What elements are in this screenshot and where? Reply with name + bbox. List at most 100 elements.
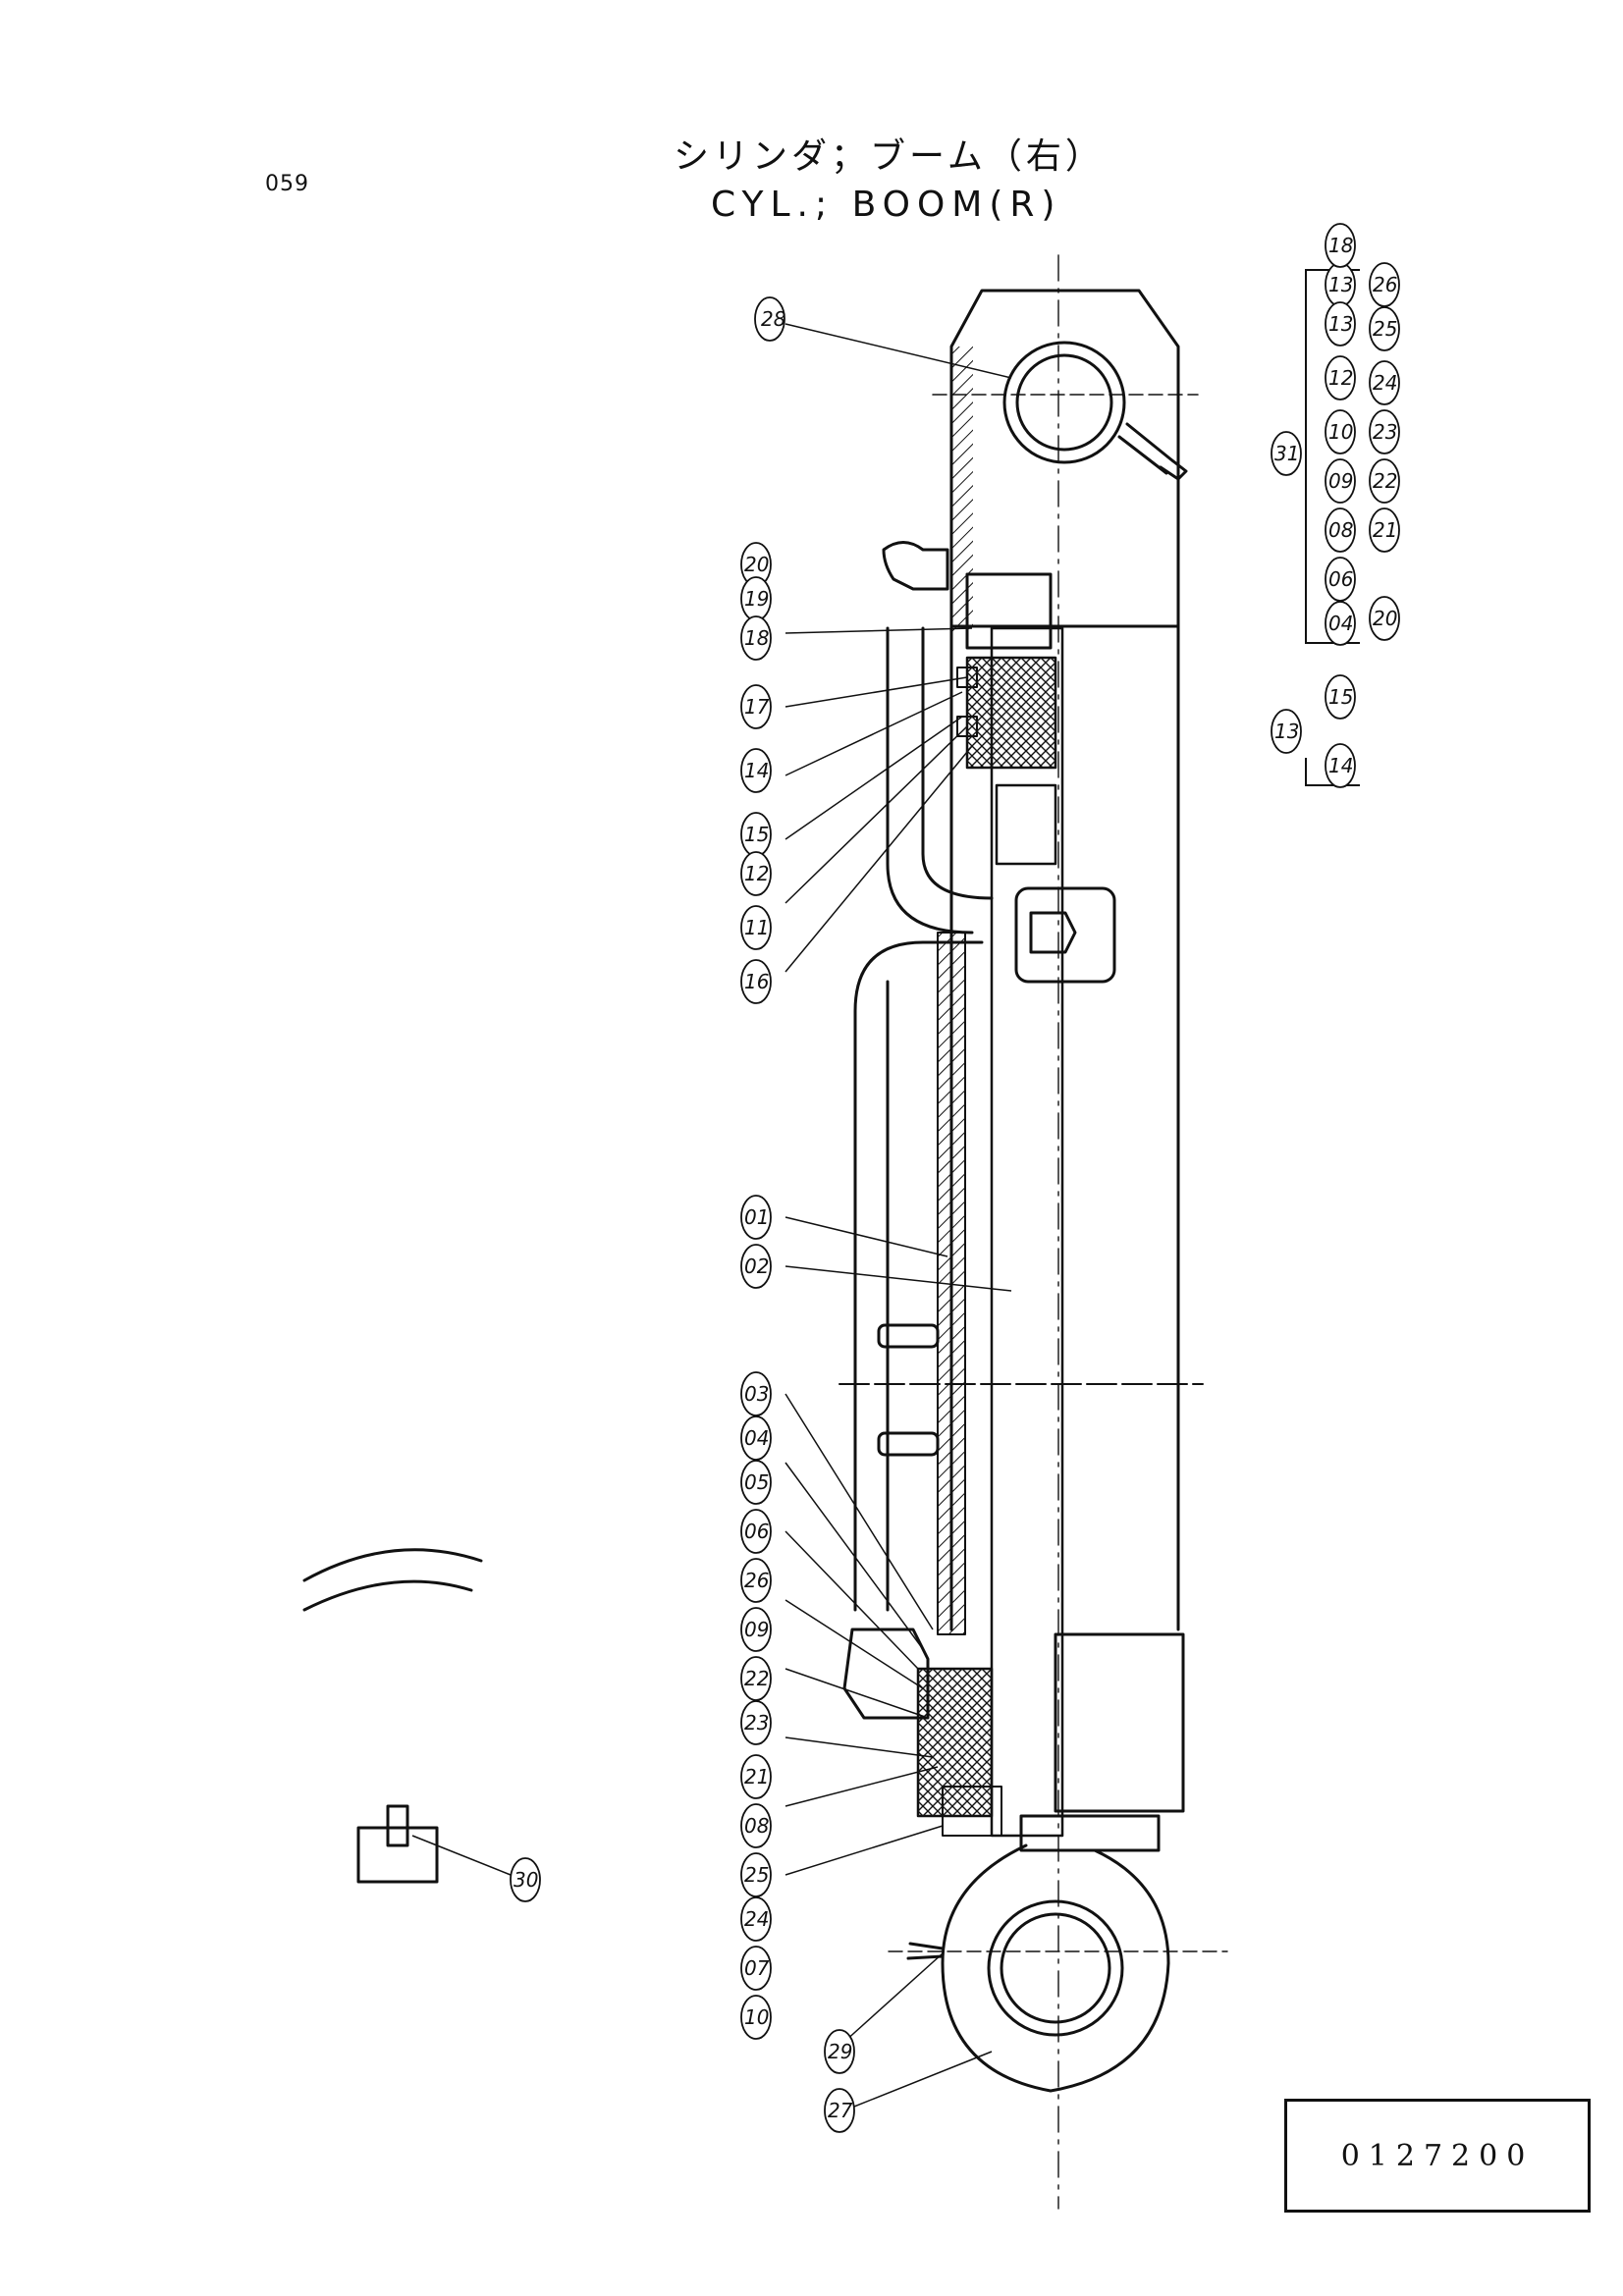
svg-text:08: 08 bbox=[744, 1814, 769, 1838]
label-13-kit: 13 bbox=[1325, 301, 1356, 347]
label-26: 26 bbox=[740, 1558, 772, 1603]
label-21: 21 bbox=[740, 1754, 772, 1799]
piston-rod bbox=[990, 626, 1064, 1838]
label-26-top: 26 bbox=[1369, 262, 1400, 307]
svg-text:23: 23 bbox=[1373, 420, 1397, 444]
svg-text:26: 26 bbox=[744, 1569, 769, 1592]
svg-text:16: 16 bbox=[744, 970, 769, 993]
label-03: 03 bbox=[740, 1371, 772, 1416]
label-04-kit: 04 bbox=[1325, 601, 1356, 646]
label-18: 18 bbox=[740, 615, 772, 661]
svg-text:26: 26 bbox=[1373, 273, 1397, 296]
label-01: 01 bbox=[740, 1195, 772, 1240]
head-pin-hatch bbox=[951, 347, 973, 631]
label-23: 23 bbox=[740, 1700, 772, 1745]
svg-text:10: 10 bbox=[744, 2005, 769, 2029]
svg-text:01: 01 bbox=[744, 1205, 769, 1229]
svg-text:13: 13 bbox=[1274, 720, 1299, 743]
label-28: 28 bbox=[754, 296, 785, 342]
svg-text:28: 28 bbox=[761, 307, 785, 331]
label-27: 27 bbox=[824, 2088, 855, 2133]
document-number: 0127200 bbox=[1340, 2138, 1535, 2173]
upper-port-block bbox=[965, 572, 1053, 650]
svg-text:30: 30 bbox=[514, 1868, 538, 1892]
svg-text:05: 05 bbox=[744, 1470, 769, 1494]
svg-text:15: 15 bbox=[744, 823, 769, 846]
label-04: 04 bbox=[740, 1415, 772, 1461]
label-09-kit: 09 bbox=[1325, 458, 1356, 504]
label-20: 20 bbox=[740, 542, 772, 587]
label-13-top: 13 bbox=[1325, 262, 1356, 307]
svg-text:06: 06 bbox=[744, 1520, 769, 1543]
svg-text:10: 10 bbox=[1328, 420, 1353, 444]
svg-text:18: 18 bbox=[1328, 234, 1353, 257]
label-29: 29 bbox=[824, 2029, 855, 2074]
piston bbox=[965, 656, 1057, 770]
label-24: 24 bbox=[740, 1896, 772, 1942]
rod-eye-bore bbox=[987, 1899, 1124, 2037]
label-23-kit: 23 bbox=[1369, 409, 1400, 454]
label-05: 05 bbox=[740, 1460, 772, 1505]
label-11: 11 bbox=[740, 905, 772, 950]
gland-flange bbox=[1019, 1814, 1161, 1852]
head-pin bbox=[1015, 353, 1113, 452]
label-14-kit: 14 bbox=[1325, 743, 1356, 788]
svg-text:24: 24 bbox=[1373, 371, 1397, 395]
label-06: 06 bbox=[740, 1509, 772, 1554]
svg-text:23: 23 bbox=[744, 1711, 769, 1735]
svg-text:06: 06 bbox=[1328, 567, 1353, 591]
svg-text:15: 15 bbox=[1328, 685, 1353, 709]
gland-cap bbox=[1054, 1632, 1185, 1813]
svg-text:21: 21 bbox=[744, 1765, 769, 1789]
label-13-kit2: 13 bbox=[1271, 709, 1302, 754]
upper-pipe bbox=[886, 626, 994, 934]
label-22-kit: 22 bbox=[1369, 458, 1400, 504]
label-19: 19 bbox=[740, 576, 772, 621]
svg-text:13: 13 bbox=[1328, 312, 1353, 336]
svg-text:22: 22 bbox=[744, 1667, 769, 1690]
document-number-box: 0127200 bbox=[1284, 2099, 1591, 2213]
svg-text:25: 25 bbox=[1373, 317, 1397, 341]
label-02: 02 bbox=[740, 1244, 772, 1289]
pipe-fitting-2 bbox=[877, 1431, 940, 1457]
label-10: 10 bbox=[740, 1995, 772, 2040]
upper-elbow bbox=[882, 541, 949, 591]
label-17: 17 bbox=[740, 684, 772, 729]
label-12-kit: 12 bbox=[1325, 355, 1356, 400]
svg-text:20: 20 bbox=[744, 553, 769, 576]
svg-text:14: 14 bbox=[1328, 754, 1353, 777]
label-21-kit: 21 bbox=[1369, 507, 1400, 553]
svg-text:02: 02 bbox=[744, 1255, 769, 1278]
label-25: 25 bbox=[740, 1852, 772, 1897]
svg-text:03: 03 bbox=[744, 1382, 769, 1406]
head-pin-bore bbox=[1002, 341, 1126, 464]
title-japanese: シリンダ；ブーム（右） bbox=[674, 136, 1105, 177]
grease-nipple-top bbox=[1117, 422, 1188, 481]
label-08-kit: 08 bbox=[1325, 507, 1356, 553]
svg-text:25: 25 bbox=[744, 1863, 769, 1887]
detail-fitting bbox=[386, 1804, 409, 1847]
svg-text:13: 13 bbox=[1328, 273, 1353, 296]
label-06-kit: 06 bbox=[1325, 557, 1356, 602]
pipe-clamp bbox=[1014, 886, 1116, 984]
label-24-kit: 24 bbox=[1369, 360, 1400, 405]
label-12: 12 bbox=[740, 851, 772, 896]
svg-text:19: 19 bbox=[744, 587, 769, 611]
rod-eye bbox=[941, 1843, 1170, 2093]
piston-nut bbox=[995, 783, 1057, 866]
page-number: 059 bbox=[265, 172, 309, 196]
long-pipe bbox=[853, 940, 984, 1612]
svg-text:29: 29 bbox=[828, 2040, 852, 2063]
gland bbox=[916, 1667, 994, 1818]
svg-text:14: 14 bbox=[744, 759, 769, 782]
rod-eye-pin bbox=[1000, 1912, 1111, 2024]
label-10-kit: 10 bbox=[1325, 409, 1356, 454]
label-16: 16 bbox=[740, 959, 772, 1004]
label-25-kit: 25 bbox=[1369, 306, 1400, 351]
label-15-kit: 15 bbox=[1325, 674, 1356, 720]
svg-text:11: 11 bbox=[744, 916, 769, 939]
svg-text:24: 24 bbox=[744, 1907, 769, 1931]
title-english: CYL.; BOOM(R) bbox=[711, 185, 1062, 225]
